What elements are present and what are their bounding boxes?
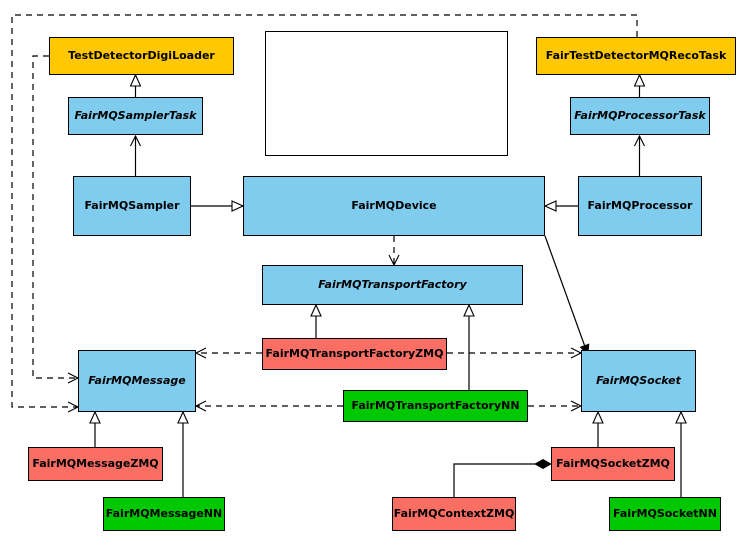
class-node-testdetectordigiloader[interactable]: TestDetectorDigiLoader: [49, 37, 234, 75]
class-node-fairmqtransportfactorynn[interactable]: FairMQTransportFactoryNN: [343, 390, 528, 422]
class-label: FairMQSocketZMQ: [556, 456, 670, 470]
class-label: FairMQProcessor: [587, 198, 693, 212]
class-node-fairmqsocketzmq[interactable]: FairMQSocketZMQ: [551, 447, 675, 481]
class-node-fairmqdevice[interactable]: FairMQDevice: [243, 176, 545, 236]
class-node-fairmqmessagezmq[interactable]: FairMQMessageZMQ: [28, 447, 163, 481]
class-node-fairmqsocketnn[interactable]: FairMQSocketNN: [609, 497, 721, 531]
class-node-fairmqtransportfactoryzmq[interactable]: FairMQTransportFactoryZMQ: [262, 338, 447, 370]
class-label: FairMQTransportFactory: [318, 277, 467, 291]
class-node-fairmqcontextzmq[interactable]: FairMQContextZMQ: [392, 497, 516, 531]
edge-digiloader-message: [32, 55, 80, 384]
class-node-fairmqsampler[interactable]: FairMQSampler: [73, 176, 191, 236]
class-node-fairmqsocket[interactable]: FairMQSocket: [581, 350, 696, 412]
class-label: FairMQMessage: [88, 373, 186, 387]
class-label: FairMQSocketNN: [613, 506, 717, 520]
class-node-fairtestdetectormqrecotask[interactable]: FairTestDetectorMQRecoTask: [536, 37, 736, 75]
class-label: FairMQDevice: [351, 198, 437, 212]
class-node-fairmqsamplertask[interactable]: FairMQSamplerTask: [68, 97, 203, 135]
class-label: FairMQMessageNN: [105, 506, 223, 520]
class-label: FairMQContextZMQ: [393, 506, 515, 520]
class-label: FairMQSampler: [84, 198, 180, 212]
class-label: FairTestDetectorMQRecoTask: [545, 48, 727, 62]
class-label: FairMQTransportFactoryNN: [351, 398, 520, 412]
class-node-fairmqtransportfactory[interactable]: FairMQTransportFactory: [262, 265, 523, 305]
class-node-fairmqmessagenn[interactable]: FairMQMessageNN: [103, 497, 225, 531]
class-label: FairMQMessageZMQ: [32, 456, 159, 470]
edge-device-socket: [544, 235, 590, 356]
class-node-fairmqprocessortask[interactable]: FairMQProcessorTask: [570, 97, 710, 135]
class-label: FairMQSocket: [596, 373, 681, 387]
edge-recotask-message: [11, 14, 638, 413]
class-label: FairMQProcessorTask: [574, 108, 706, 122]
class-label: FairMQTransportFactoryZMQ: [265, 346, 444, 360]
legend-panel: [265, 31, 508, 156]
class-label: FairMQSamplerTask: [74, 108, 197, 122]
class-node-fairmqmessage[interactable]: FairMQMessage: [78, 350, 196, 412]
class-node-fairmqprocessor[interactable]: FairMQProcessor: [578, 176, 702, 236]
edge-socketzmq-contextzmq: [453, 459, 552, 497]
class-label: TestDetectorDigiLoader: [68, 48, 215, 62]
